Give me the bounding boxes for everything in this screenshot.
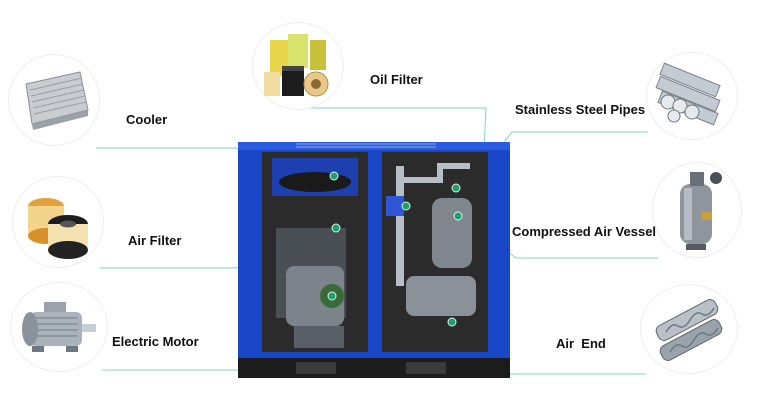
marker-air-filter <box>331 223 341 233</box>
air-vessel-label: Compressed Air Vessel <box>512 224 657 239</box>
marker-electric-motor <box>327 291 337 301</box>
aluminum-cooler-core-icon <box>8 54 100 146</box>
screw-air-compressor-cabinet <box>238 142 510 378</box>
motor-housing <box>286 266 344 326</box>
air-filter-label: Air Filter <box>128 233 182 248</box>
electric-motor-icon <box>10 282 108 372</box>
air-end-label: Air End <box>556 336 606 351</box>
marker-cooler <box>329 171 339 181</box>
cooler-label: Cooler <box>126 112 168 127</box>
marker-air-end <box>447 317 457 327</box>
screw-rotors-icon <box>640 284 738 374</box>
cylindrical-air-filter-icon <box>12 176 104 268</box>
stainless-pipes-label: Stainless Steel Pipes <box>515 102 646 117</box>
oil-filter-cartridges-icon <box>252 22 344 110</box>
air-vessel-tank-icon <box>652 162 742 258</box>
marker-air-vessel <box>453 211 463 221</box>
electric-motor-label: Electric Motor <box>112 334 199 349</box>
marker-stainless-pipes <box>401 201 411 211</box>
marker-oil-filter <box>451 183 461 193</box>
top-vent-grill <box>296 143 436 148</box>
air-end-unit <box>406 276 476 316</box>
oil-filter-label: Oil Filter <box>370 72 423 87</box>
steel-pipe-bundle-icon <box>646 52 738 140</box>
separator-vessel <box>432 198 472 268</box>
cabinet-base <box>238 356 510 378</box>
